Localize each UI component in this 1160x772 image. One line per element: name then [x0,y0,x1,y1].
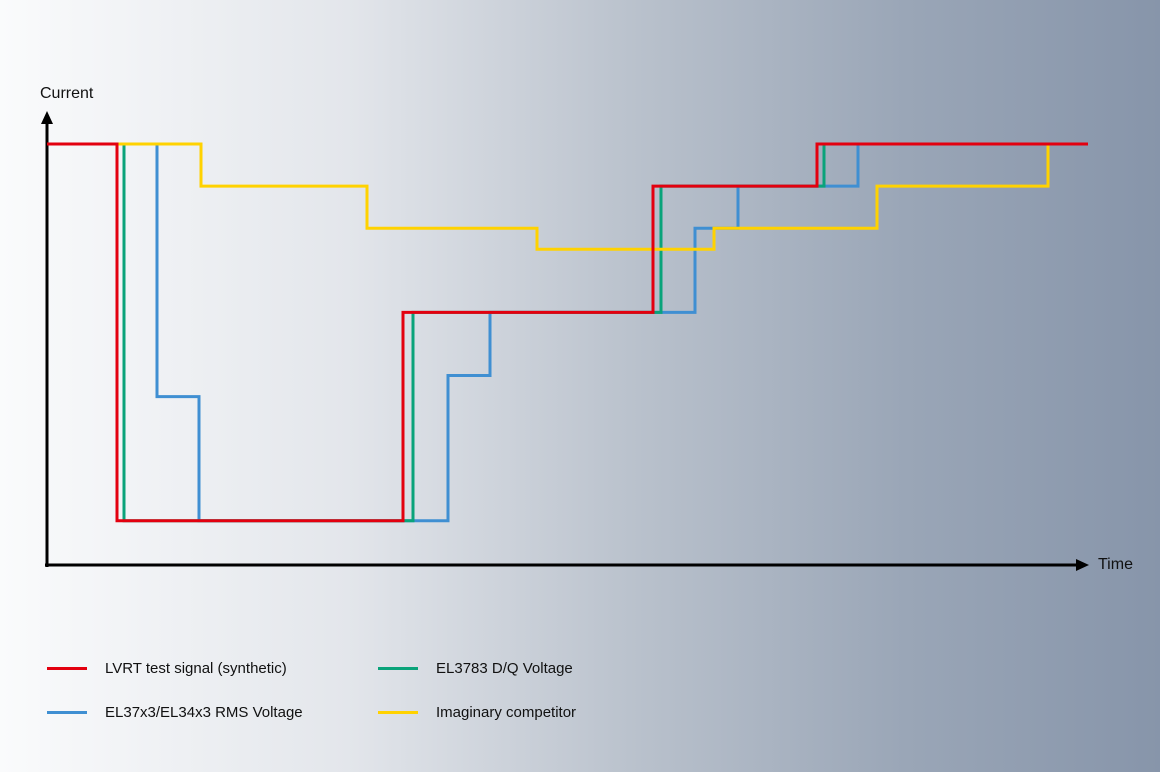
y-axis-label: Current [40,85,94,102]
legend-item-competitor: Imaginary competitor [378,704,576,721]
legend-swatch [47,711,87,714]
x-axis-label: Time [1098,556,1133,573]
series-line-lvrt-test-signal-synthetic [47,142,1088,523]
legend-label: LVRT test signal (synthetic) [105,660,287,677]
x-axis-arrow [1076,559,1089,571]
series-line-imaginary-competitor [47,142,1050,251]
legend-label: EL3783 D/Q Voltage [436,660,573,677]
series-group [47,142,1088,523]
legend-item-el3783: EL3783 D/Q Voltage [378,660,573,677]
legend-swatch [378,667,418,670]
legend-item-lvrt: LVRT test signal (synthetic) [47,660,287,677]
legend-label: Imaginary competitor [436,704,577,721]
legend-swatch [47,667,87,670]
series-line-el37x3-el34x3-rms-voltage [47,142,1087,523]
legend-swatch [378,711,418,714]
legend-item-el37x3: EL37x3/EL34x3 RMS Voltage [47,704,303,721]
y-axis-arrow [41,111,53,124]
axes [41,111,1089,571]
series-line-el3783-d-q-voltage [47,142,1087,523]
legend-label: EL37x3/EL34x3 RMS Voltage [105,704,303,721]
